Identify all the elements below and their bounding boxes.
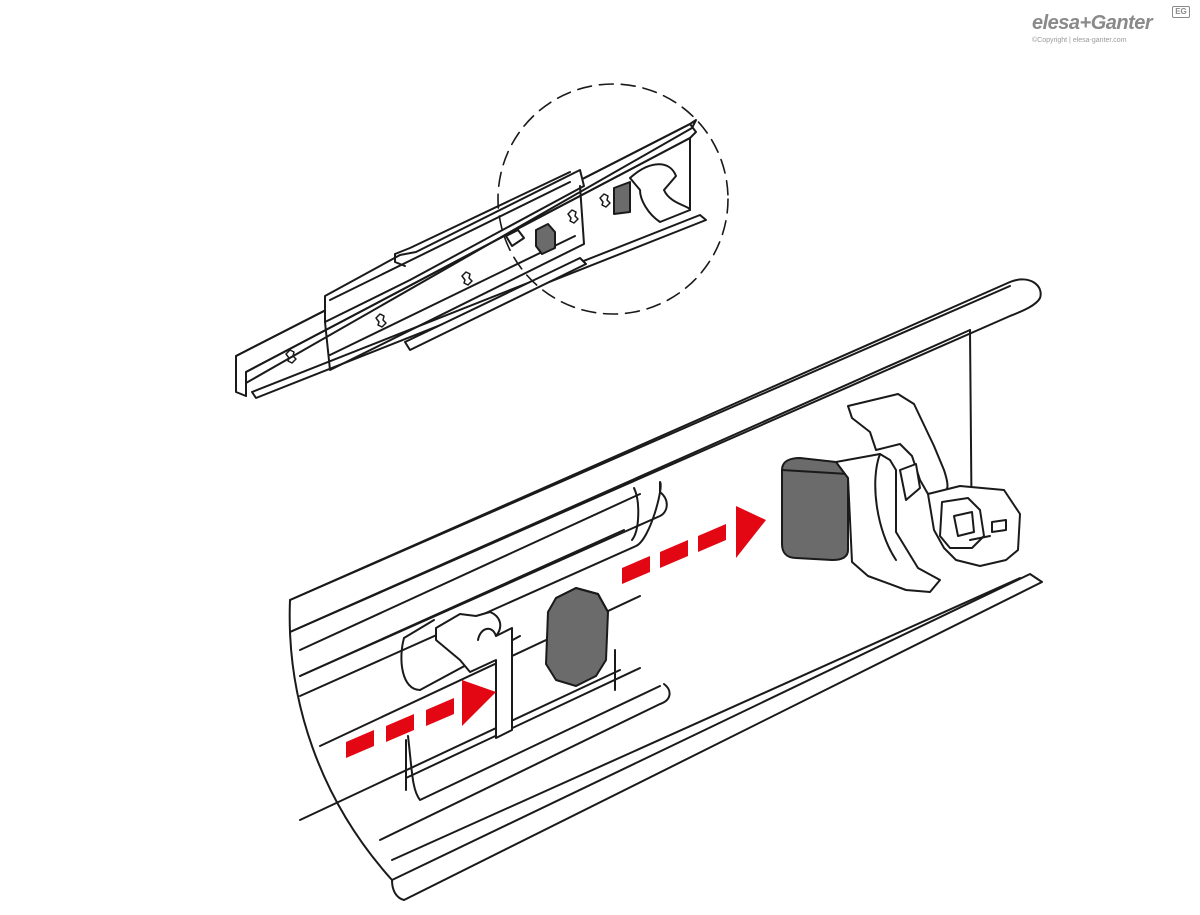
stopper-lower	[545, 587, 609, 687]
logo-text: elesa+Ganter	[1032, 12, 1153, 34]
detail-view	[288, 278, 1043, 901]
detail-zoom-circle	[497, 83, 729, 315]
logo-mark: EG	[1172, 6, 1190, 18]
spring-clip	[835, 393, 1021, 593]
brand-logo: elesa+Ganter EG ©Copyright | elesa-gante…	[1000, 6, 1190, 46]
inner-catch	[435, 611, 513, 739]
stopper-upper	[781, 457, 849, 561]
insert-arrow-lower	[346, 680, 496, 758]
copyright-text: ©Copyright | elesa-ganter.com	[1032, 37, 1127, 44]
small-stopper-lower	[535, 223, 556, 255]
mounting-holes	[285, 193, 611, 364]
overview-slide	[235, 83, 729, 399]
small-clip	[629, 163, 691, 223]
insert-arrow-upper	[622, 506, 766, 584]
small-stopper-upper	[613, 181, 631, 215]
